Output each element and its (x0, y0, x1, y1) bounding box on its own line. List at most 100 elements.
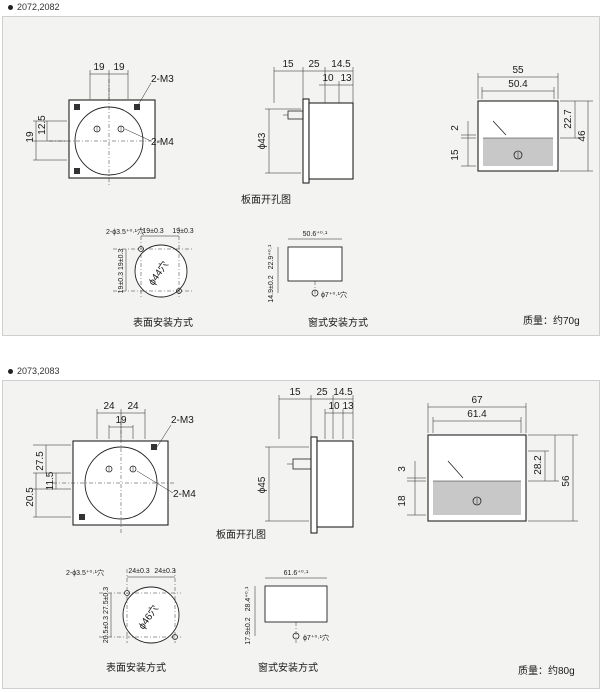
dim-label: 50.6⁺⁰·¹ (303, 230, 328, 238)
bullet-icon (8, 368, 13, 374)
weight-label: 质量：约80g (518, 664, 575, 677)
dim-label: 19 (25, 131, 36, 143)
cutout-rect (264, 585, 328, 623)
thread-label: 2-M3 (171, 415, 194, 426)
dim-label: 46 (577, 130, 588, 142)
panel-cutout-title: 板面开孔图 (241, 193, 291, 206)
meter-flange (302, 98, 310, 184)
dim-label: 20.5±0.3 27.5±0.3 (103, 587, 110, 643)
dim-label: 67 (471, 395, 483, 406)
zero-adjust-icon (513, 150, 523, 160)
dim-label: 56 (561, 475, 572, 487)
dim-label: 18 (397, 495, 408, 507)
dim-label: 25 (308, 59, 320, 70)
dim-label: 14.5 (331, 59, 351, 70)
dimension-drawing-1: 19 19 19 12.5 2-M3 2-M4 15 25 14.5 10 13… (25, 59, 593, 329)
dim-label: 22.9⁺⁰·¹ (267, 244, 275, 269)
panel-cutout-title: 板面开孔图 (216, 528, 266, 541)
cutout-hole (122, 586, 180, 644)
terminal-stud (287, 110, 304, 120)
terminal-stud (292, 458, 312, 470)
window-mount-title: 窗式安装方式 (308, 316, 368, 329)
window-view: 55 50.4 2 15 22.7 46 (450, 65, 593, 172)
surface-mount-title: 表面安装方式 (106, 661, 166, 674)
thread-label: 2-M4 (173, 489, 196, 500)
front-view: 19 19 19 12.5 2-M3 2-M4 (25, 62, 174, 187)
dim-label: 12.5 (37, 115, 48, 135)
dim-label: 28.4⁺⁰·¹ (244, 586, 252, 611)
dim-label: 24±0.3 (128, 568, 149, 575)
front-view: 24 24 19 20.5 27.5 11.5 2-M3 2-M4 (25, 401, 196, 533)
dim-label: 24 (127, 401, 139, 412)
dim-label: ϕ43 (257, 132, 268, 149)
cutout-hole (134, 244, 188, 298)
side-view: 15 25 14.5 10 13 ϕ45 (257, 387, 354, 534)
dim-label: 22.7 (563, 109, 574, 129)
dim-label: 14.9±0.2 (268, 275, 275, 302)
dimension-drawing-2: 24 24 19 20.5 27.5 11.5 2-M3 2-M4 15 25 … (25, 387, 578, 677)
needle (492, 120, 507, 136)
dim-label: 2-ϕ3.5⁺⁰·¹穴 (106, 227, 144, 236)
drawing-panel-2: 24 24 19 20.5 27.5 11.5 2-M3 2-M4 15 25 … (2, 380, 600, 689)
dim-label: 14.5 (333, 387, 353, 398)
weight-label: 质量：约70g (523, 314, 580, 327)
section-1-model-label: 2072,2082 (8, 2, 60, 12)
dim-label: 28.2 (533, 455, 544, 475)
window-mount-title: 窗式安装方式 (258, 661, 318, 674)
meter-case (316, 440, 354, 528)
dim-label: 20.5 (25, 487, 36, 507)
needle (447, 460, 464, 479)
cutout-rect (287, 246, 343, 282)
dim-label: 19 (115, 415, 127, 426)
dim-label: 50.4 (508, 79, 528, 90)
window-view: 67 61.4 3 18 28.2 56 (397, 395, 578, 522)
dim-label: 27.5 (35, 451, 46, 471)
dim-label: 17.9±0.2 (245, 617, 252, 644)
surface-mount-cutout: 2-ϕ3.5⁺⁰·¹穴 19±0.3 19±0.3 19±0.3 19±0.3 … (106, 227, 194, 298)
side-view: 15 25 14.5 10 13 ϕ43 (257, 59, 354, 184)
dim-label: 10 (322, 73, 334, 84)
screw-hole (74, 168, 80, 174)
dim-label: 13 (342, 401, 354, 412)
dim-label: ϕ45 (257, 476, 268, 493)
drawing-panel-1: 19 19 19 12.5 2-M3 2-M4 15 25 14.5 10 13… (2, 16, 600, 336)
dim-label: 15 (289, 387, 301, 398)
dim-label: 24±0.3 (154, 568, 175, 575)
zero-adjust-icon (472, 496, 482, 506)
dim-label: ϕ7⁺⁰·¹穴 (303, 633, 329, 642)
dim-label: 19±0.3 19±0.3 (118, 249, 125, 294)
dim-label: ϕ7⁺⁰·¹穴 (321, 290, 347, 299)
dim-label: 19±0.3 (142, 228, 163, 235)
meter-flange (310, 436, 318, 534)
section-2-model-label: 2073,2083 (8, 366, 60, 376)
dim-label: 2-ϕ3.5⁺⁰·¹穴 (66, 568, 104, 577)
dim-label: 19±0.3 (172, 228, 193, 235)
dim-label: 55 (512, 65, 524, 76)
model-number: 2072,2082 (17, 2, 60, 12)
dim-label: 11.5 (45, 471, 56, 490)
window-mount-cutout: 61.6⁺⁰·¹ ϕ7⁺⁰·¹穴 28.4⁺⁰·¹ 17.9±0.2 (244, 569, 329, 645)
surface-mount-cutout: 2-ϕ3.5⁺⁰·¹穴 24±0.3 24±0.3 20.5±0.3 27.5±… (66, 568, 181, 644)
dim-label: 24 (103, 401, 115, 412)
dim-label: 10 (328, 401, 340, 412)
screw-hole (151, 444, 157, 450)
model-number: 2073,2083 (17, 366, 60, 376)
dim-label: 19 (113, 62, 125, 73)
window-mount-cutout: 50.6⁺⁰·¹ ϕ7⁺⁰·¹穴 22.9⁺⁰·¹ 14.9±0.2 (267, 230, 347, 303)
screw-hole (74, 104, 80, 110)
thread-label: 2-M3 (151, 74, 174, 85)
thread-label: 2-M4 (151, 137, 174, 148)
bullet-icon (8, 4, 13, 10)
dim-label: 61.4 (467, 409, 487, 420)
dim-label: 61.6⁺⁰·¹ (284, 569, 309, 577)
meter-case (308, 102, 354, 180)
screw-hole (79, 514, 85, 520)
dim-label: 19 (93, 62, 105, 73)
dim-label: 15 (450, 149, 461, 161)
dim-label: 2 (450, 125, 461, 131)
dim-label: 13 (340, 73, 352, 84)
dim-label: 25 (316, 387, 328, 398)
surface-mount-title: 表面安装方式 (133, 316, 193, 329)
dim-label: 15 (282, 59, 294, 70)
dim-label: 3 (397, 466, 408, 472)
